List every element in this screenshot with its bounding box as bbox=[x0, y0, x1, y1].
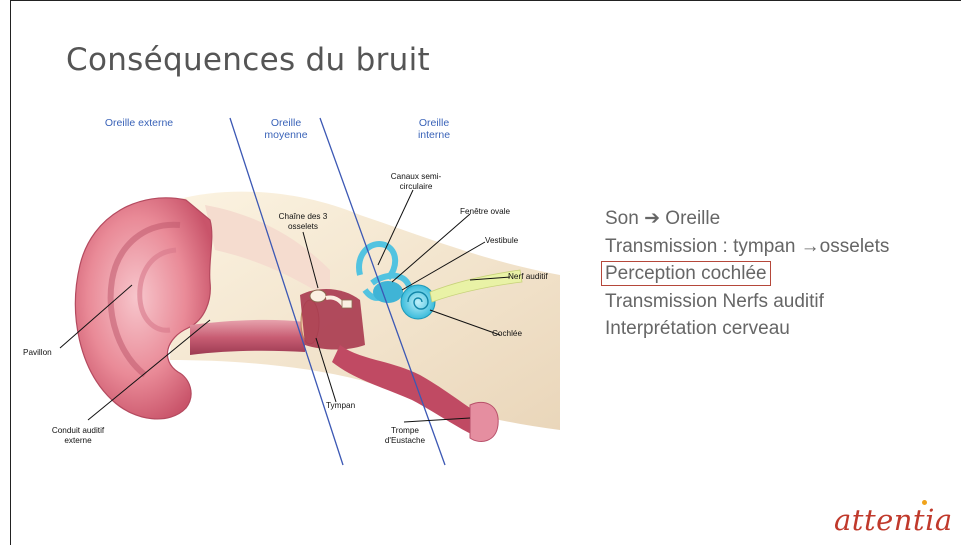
label-tympan: Tympan bbox=[326, 401, 355, 411]
logo-dot-icon bbox=[922, 500, 927, 505]
label-conduit: Conduit auditif externe bbox=[43, 426, 113, 446]
process-steps: Son ➔ Oreille Transmission : tympan →oss… bbox=[605, 205, 889, 343]
zone-label-middle: Oreille moyenne bbox=[248, 117, 324, 141]
label-pavillon: Pavillon bbox=[23, 348, 52, 358]
cochlea bbox=[401, 285, 435, 319]
attentia-logo: attentia bbox=[834, 503, 953, 537]
label-cochlee: Cochlée bbox=[492, 329, 522, 339]
label-nerf: Nerf auditif bbox=[508, 272, 548, 282]
label-canaux: Canaux semi-circulaire bbox=[380, 172, 452, 192]
label-trompe: Trompe d'Eustache bbox=[374, 426, 436, 446]
step-son-oreille: Son ➔ Oreille bbox=[605, 205, 889, 233]
label-chaine: Chaîne des 3 osselets bbox=[270, 212, 336, 232]
zone-label-inner: Oreille interne bbox=[404, 117, 464, 141]
step-interpretation-cerveau: Interprétation cerveau bbox=[605, 315, 889, 343]
ear-canal bbox=[190, 320, 305, 355]
label-fenetre: Fenêtre ovale bbox=[460, 207, 510, 217]
vestibule bbox=[373, 281, 403, 303]
step-transmission-nerfs: Transmission Nerfs auditif bbox=[605, 288, 889, 316]
zone-label-external: Oreille externe bbox=[104, 117, 174, 129]
step-transmission-tympan: Transmission : tympan →osselets bbox=[605, 233, 889, 261]
label-vestibule: Vestibule bbox=[485, 236, 518, 246]
eustachian-end bbox=[470, 402, 498, 441]
step-perception-cochlee-highlighted: Perception cochlée bbox=[601, 261, 771, 286]
